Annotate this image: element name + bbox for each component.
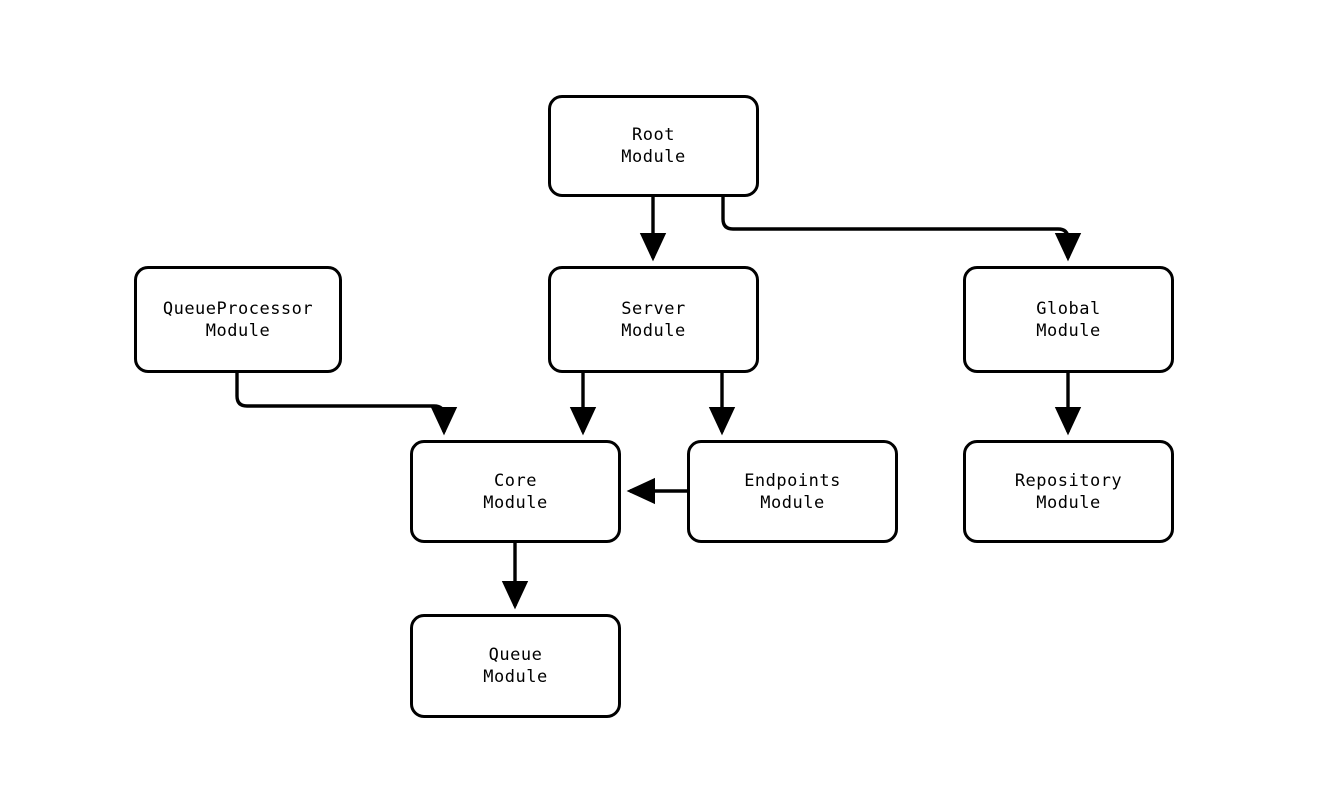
- node-root-module-line1: Root: [632, 125, 675, 145]
- node-server-module-line2: Module: [621, 320, 686, 341]
- node-global-module-line1: Global: [1036, 298, 1101, 319]
- node-queueprocessor-module-line2: Module: [205, 320, 271, 341]
- node-core-module[interactable]: Core Module: [410, 440, 621, 543]
- node-repository-module-line1: Repository: [1014, 470, 1123, 491]
- node-server-module[interactable]: Server Module: [548, 266, 759, 373]
- node-repository-module[interactable]: Repository Module: [963, 440, 1174, 543]
- node-core-module-line2: Module: [483, 492, 548, 513]
- node-global-module-line2: Module: [1036, 320, 1101, 341]
- node-endpoints-module-line1: Endpoints: [744, 470, 841, 491]
- node-queue-module[interactable]: Queue Module: [410, 614, 621, 718]
- node-repository-module-line2: Module: [1036, 492, 1101, 513]
- node-queue-module-line1: Queue: [488, 645, 543, 665]
- node-endpoints-module[interactable]: Endpoints Module: [687, 440, 898, 543]
- node-root-module[interactable]: Root Module: [548, 95, 759, 197]
- node-queue-module-line2: Module: [483, 667, 548, 687]
- edge-root-global-line: [721, 197, 1082, 262]
- node-root-module-line2: Module: [621, 147, 686, 167]
- node-global-module[interactable]: Global Module: [963, 266, 1174, 373]
- node-queueprocessor-module[interactable]: QueueProcessor Module: [134, 266, 342, 373]
- node-queueprocessor-module-line1: QueueProcessor: [162, 298, 314, 319]
- node-core-module-line1: Core: [494, 470, 537, 491]
- node-server-module-line1: Server: [621, 298, 686, 319]
- edge-queueprocessor-core-line: [235, 373, 458, 436]
- node-endpoints-module-line2: Module: [760, 492, 825, 513]
